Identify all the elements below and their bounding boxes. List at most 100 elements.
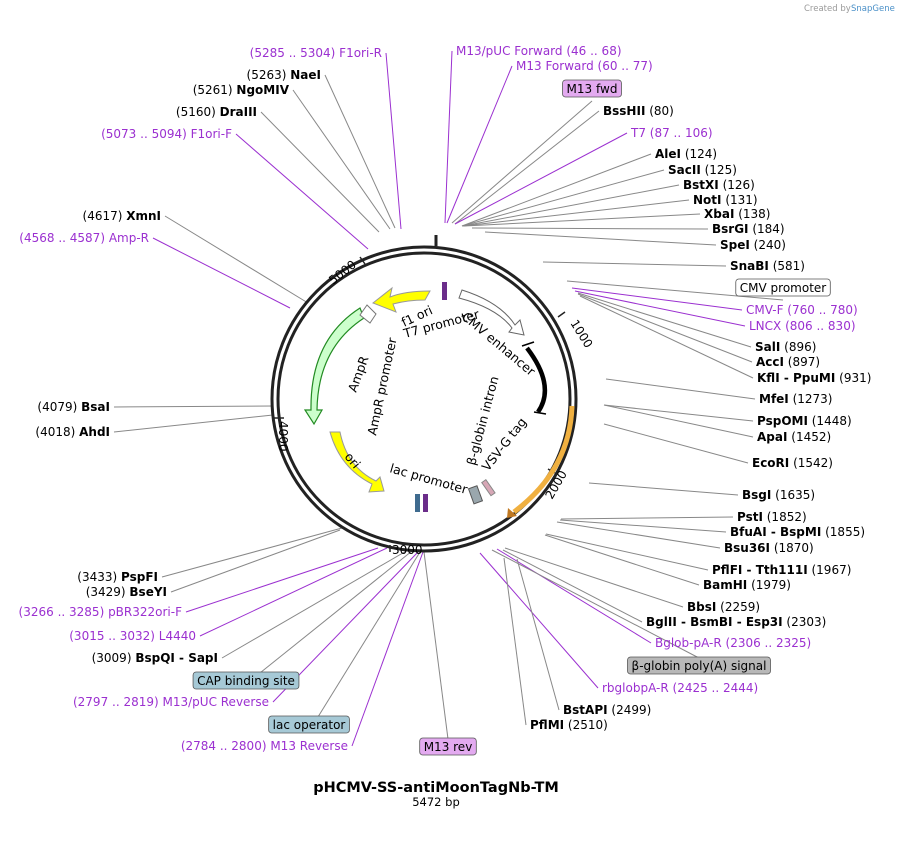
leader-line-ecori — [603, 423, 749, 464]
feature-box-cap-binding-site: CAP binding site — [192, 671, 300, 690]
leader-line-cmv-f — [571, 287, 743, 311]
beta-globin-intron-bar — [525, 346, 548, 414]
feature-box-bg-cap-binding-site — [192, 671, 300, 690]
leader-line-bamhi — [544, 534, 700, 586]
leader-line-alei — [461, 153, 652, 227]
site-label-noti: NotI (131) — [693, 193, 758, 207]
leader-line-pspomi — [603, 404, 754, 422]
site-label-acci: AccI (897) — [756, 355, 820, 369]
backbone-inner-ring — [276, 251, 572, 547]
orf-arc — [512, 405, 575, 514]
feature-lac-promoter-label: lac promoter — [388, 460, 470, 497]
leader-line-pflmi — [503, 557, 527, 726]
site-label-psti: PstI (1852) — [737, 510, 807, 524]
site-label-ahdi: (4018) AhdI — [35, 425, 110, 439]
lac-operator-mark — [415, 494, 420, 512]
leader-line-bglii-bsmbi-esp3i — [502, 549, 643, 623]
leader-line-m13-puc-forward — [444, 50, 453, 224]
site-label-naei: (5263) NaeI — [247, 68, 321, 82]
site-label-pflmi: PflMI (2510) — [530, 718, 608, 732]
tick-label-3000: 3000 — [392, 543, 423, 557]
site-label-bsai: (4079) BsaI — [37, 400, 110, 414]
site-label-bamhi: BamHI (1979) — [703, 578, 791, 592]
site-label-xmni: (4617) XmnI — [83, 209, 161, 223]
feature-box-label-cap-binding-site: CAP binding site — [197, 674, 295, 688]
site-label-bglii-bsmbi-esp3i: BglII - BsmBI - Esp3I (2303) — [646, 615, 826, 629]
leader-line-ngomiv — [292, 89, 391, 230]
credit-brand: SnapGene — [851, 4, 895, 14]
f1-ori-arrow — [372, 286, 431, 313]
leader-line-bglob-pa-r — [496, 548, 652, 644]
leader-line-kfli-ppumi — [579, 295, 754, 379]
site-label-apai: ApaI (1452) — [757, 430, 831, 444]
feature-box-bg-m13-rev — [419, 737, 477, 756]
primer-label-bglob-pa-r: Bglob-pA-R (2306 .. 2325) — [655, 636, 811, 650]
leader-line-bsai — [113, 405, 274, 408]
site-label-bsgi: BsgI (1635) — [742, 488, 815, 502]
leader-line-psti — [560, 516, 734, 520]
leader-line-snabi — [542, 261, 727, 267]
tick-mark-1000 — [557, 311, 566, 318]
feature-box-bg-globin-poly-a-signal — [627, 656, 771, 675]
site-label-sali: SalI (896) — [755, 340, 816, 354]
leader-line-bstxi — [462, 184, 680, 227]
site-label-xbai: XbaI (138) — [704, 207, 771, 221]
site-label-pflfi-tth111i: PflFI - Tth111I (1967) — [712, 563, 851, 577]
site-label-bsu36i: Bsu36I (1870) — [724, 541, 814, 555]
tick-label-1000: 1000 — [567, 317, 595, 350]
intron-cap-top — [521, 341, 535, 347]
orf-arrowhead — [507, 508, 517, 518]
site-label-bbsi: BbsI (2259) — [687, 600, 760, 614]
m13-rev-mark — [423, 494, 428, 512]
cmv-enhancer-arrow — [458, 289, 525, 336]
site-label-snabi: SnaBI (581) — [730, 259, 805, 273]
feature-box-globin-poly-a-signal: β-globin poly(A) signal — [627, 656, 771, 675]
site-label-draiii: (5160) DraIII — [176, 105, 257, 119]
primer-label-m13-puc-reverse: (2797 .. 2819) M13/pUC Reverse — [73, 695, 269, 709]
primer-label-lncx: LNCX (806 .. 830) — [749, 319, 856, 333]
leader-line-acci — [577, 293, 753, 363]
leader-line-lncx — [574, 290, 746, 327]
feature-ampr-promoter-label: AmpR promoter — [364, 336, 400, 437]
leader-line-bbsi — [504, 547, 684, 608]
primer-label-amp-r: (4568 .. 4587) Amp-R — [19, 231, 149, 245]
leader-line-pflfi-tth111i — [545, 533, 709, 571]
site-label-mfei: MfeI (1273) — [759, 392, 832, 406]
feature-box-bg-m13-fwd — [562, 79, 622, 98]
leader-line-apai — [603, 404, 754, 438]
site-label-bstapi: BstAPI (2499) — [563, 703, 651, 717]
leader-line-bseyi — [170, 529, 341, 593]
site-label-bsshii: BssHII (80) — [603, 104, 674, 118]
site-label-bstxi: BstXI (126) — [683, 178, 755, 192]
leader-line-mfei — [605, 378, 756, 400]
leader-line-globin-poly-a-signal — [491, 549, 700, 659]
site-label-spei: SpeI (240) — [720, 238, 786, 252]
cap-binding-site-mark — [467, 485, 484, 505]
leader-line-draiii — [260, 111, 380, 233]
site-label-bfuai-bspmi: BfuAI - BspMI (1855) — [730, 525, 865, 539]
feature-box-label-lac-operator: lac operator — [273, 718, 346, 732]
feature-box-m13-rev: M13 rev — [419, 737, 477, 756]
leader-line-cmv-promoter — [566, 280, 784, 301]
leader-line-cap-binding-site — [249, 550, 413, 682]
plasmid-name: pHCMV-SS-antiMoonTagNb-TM — [313, 780, 559, 796]
leader-line-rbglobpa-r — [479, 552, 599, 689]
leader-line-ahdi — [113, 414, 274, 433]
tick-mark-5000 — [359, 256, 366, 265]
primer-label-t7: T7 (87 .. 106) — [630, 126, 713, 140]
leader-line-l4440 — [199, 547, 388, 637]
leader-line-m13-rev — [423, 551, 449, 740]
leader-line-m13-reverse — [351, 551, 424, 747]
feature-box-bg-lac-operator — [268, 715, 350, 734]
leader-line-naei — [324, 74, 396, 229]
site-label-kfli-ppumi: KflI - PpuMI (931) — [757, 371, 871, 385]
primer-label-l4440: (3015 .. 3032) L4440 — [69, 629, 196, 643]
site-label-pspomi: PspOMI (1448) — [757, 414, 852, 428]
leader-line-noti — [462, 199, 690, 227]
site-label-sacii: SacII (125) — [668, 163, 737, 177]
leader-line-spei — [484, 231, 717, 246]
leader-line-f1ori-r — [385, 52, 402, 230]
leader-line-m13-fwd — [451, 100, 593, 224]
primer-label-cmv-f: CMV-F (760 .. 780) — [746, 303, 858, 317]
